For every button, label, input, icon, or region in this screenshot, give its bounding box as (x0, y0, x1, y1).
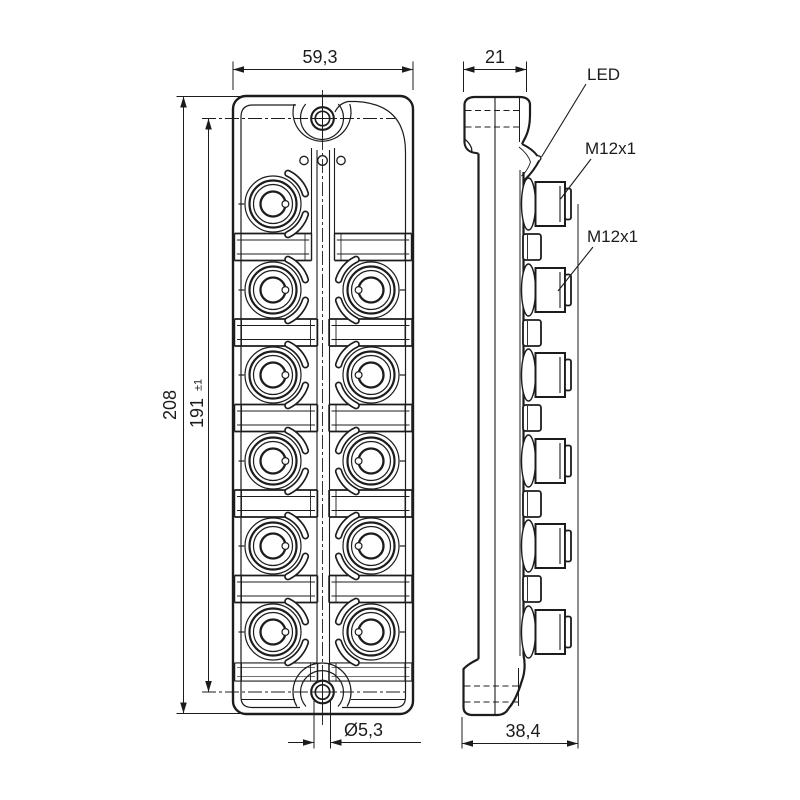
callout-m12-top: M12x1 (560, 139, 636, 200)
callout-led: LED (541, 65, 620, 158)
dim-hole-distance-tolerance: ±1 (193, 379, 205, 391)
bottom-mounting-boss (292, 662, 352, 707)
callout-m12-side: M12x1 (557, 227, 638, 292)
leader-line (560, 158, 592, 200)
front-view (231, 90, 415, 726)
led-notch (537, 155, 542, 162)
callout-led-label: LED (587, 65, 620, 84)
led-window (336, 155, 346, 166)
dim-front-width-label: 59,3 (302, 47, 337, 67)
dim-hole-diameter-label: Ø5,3 (344, 720, 383, 740)
dimension-side-depth: 21 (463, 47, 527, 92)
dim-side-depth-label: 21 (485, 47, 505, 67)
hidden-lines-top-flange (465, 109, 519, 128)
hidden-lines-bottom-flange (464, 685, 519, 703)
side-view (462, 95, 572, 717)
led-window (299, 155, 309, 166)
m12-connector-side (520, 177, 572, 231)
dimension-front-width: 59,3 (232, 47, 414, 90)
dim-hole-distance-label: 191 (187, 398, 207, 428)
dimension-hole-distance: 191 ±1 (187, 118, 405, 693)
callout-m12-side-label: M12x1 (587, 227, 638, 246)
leader-line (541, 83, 587, 158)
dim-total-height-label: 208 (160, 390, 180, 420)
dimension-total-depth: 38,4 (461, 204, 579, 749)
dimension-total-height: 208 (160, 96, 240, 714)
leader-line (557, 246, 594, 292)
callout-m12-top-label: M12x1 (585, 139, 636, 158)
dim-total-depth-label: 38,4 (505, 721, 540, 741)
dimension-hole-diameter: Ø5,3 (288, 700, 421, 749)
